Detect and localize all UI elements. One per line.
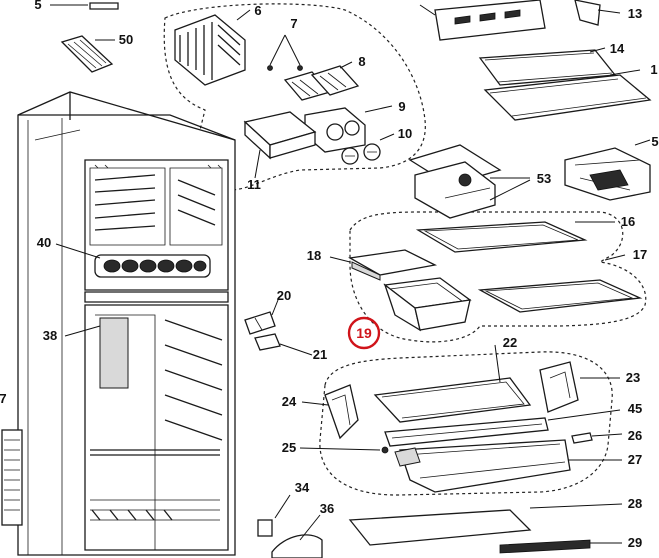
callout-34: 34 <box>295 480 310 495</box>
callout-26: 26 <box>628 428 642 443</box>
part-5-hinge-pin <box>50 2 119 10</box>
part-26-screw <box>571 432 623 444</box>
callout-25: 25 <box>282 440 296 455</box>
callout-5: 5 <box>34 0 41 12</box>
air-vent-grille <box>94 254 211 278</box>
part-25-clip <box>299 446 389 454</box>
callout-16: 16 <box>621 214 635 229</box>
part-28-glass-panel <box>348 503 623 546</box>
callout-45: 45 <box>628 401 642 416</box>
callout-8: 8 <box>358 54 365 69</box>
part-9-ice-bin <box>304 105 393 153</box>
part-16-shelf-frame <box>415 221 615 253</box>
callout-14: 14 <box>610 41 625 56</box>
part-7-screws <box>267 34 303 71</box>
part-glass-shelf-b <box>483 69 652 121</box>
part-29-trim <box>499 539 622 554</box>
part-50-ventilation-grille <box>60 35 115 73</box>
callout-23: 23 <box>626 370 640 385</box>
callout-20: 20 <box>277 288 291 303</box>
callout-27: 27 <box>628 452 642 467</box>
callout-36: 36 <box>320 501 334 516</box>
part-36-leveling-foot <box>271 514 323 558</box>
part-24-left-support <box>301 384 359 440</box>
callout-28: 28 <box>628 496 642 511</box>
part-crisper-lid-right <box>564 139 651 201</box>
callout-10: 10 <box>398 126 412 141</box>
callout-21: 21 <box>313 347 327 362</box>
part-14-glass-shelf <box>478 47 617 86</box>
callout-24: 24 <box>282 394 297 409</box>
door-gasket-strip <box>1 429 23 526</box>
edge-label-left: 7 <box>0 391 7 406</box>
part-22-crisper-cover <box>373 344 532 423</box>
leader-38 <box>64 325 101 337</box>
part-6-ice-rack <box>174 9 251 86</box>
leader-40 <box>55 243 101 259</box>
callout-7: 7 <box>290 16 297 31</box>
part-27-crisper-drawer <box>394 439 622 493</box>
callout-9: 9 <box>398 99 405 114</box>
part-door-rack-top <box>419 0 546 41</box>
callout-29: 29 <box>628 535 642 550</box>
part-23-right-support <box>539 361 620 413</box>
part-8-ice-trays <box>283 61 360 101</box>
highlight-ring <box>347 316 381 350</box>
part-13-bracket <box>574 0 621 26</box>
part-53-fan-cover <box>408 144 531 219</box>
callout-6: 6 <box>254 3 261 18</box>
callout-22: 22 <box>503 335 517 350</box>
thermostat-housing <box>99 317 129 389</box>
part-11-tray <box>243 111 317 179</box>
callout-13: 13 <box>628 6 642 21</box>
edge-label-14b: 1 <box>650 62 657 77</box>
part-45-crisper-frame <box>384 409 621 447</box>
part-19-drawer <box>383 277 472 332</box>
crisper-group-outline <box>319 351 613 496</box>
callout-50: 50 <box>119 32 133 47</box>
callout-19: 19 <box>356 325 372 341</box>
callout-18: 18 <box>307 248 321 263</box>
callout-17: 17 <box>633 247 647 262</box>
part-20-hinge <box>244 299 279 335</box>
part-21-hinge-bracket <box>254 333 313 356</box>
edge-label-right-mid: 5 <box>651 134 658 149</box>
callout-40: 40 <box>37 235 51 250</box>
part-34-lamp-cover <box>257 494 291 537</box>
part-10-knobs <box>341 133 395 165</box>
callout-11: 11 <box>247 177 261 192</box>
fridge-cabinet <box>17 91 236 556</box>
part-17-glass-shelf <box>477 254 643 313</box>
callout-53: 53 <box>537 171 551 186</box>
callout-38: 38 <box>43 328 57 343</box>
part-18-drawer-cover <box>329 249 438 281</box>
